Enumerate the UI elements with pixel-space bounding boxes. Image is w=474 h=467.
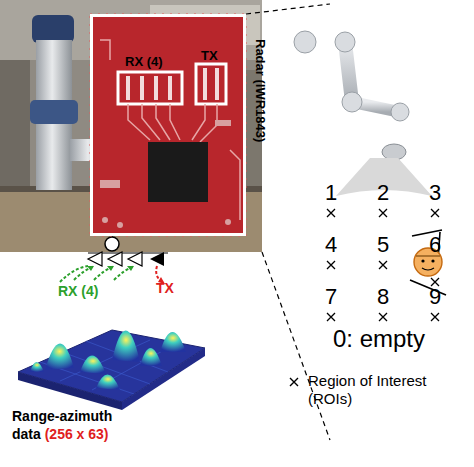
data-size: (256 x 63) <box>45 426 109 442</box>
roi-number: 8 <box>368 284 398 309</box>
antenna-label: RX (4) <box>58 283 98 299</box>
roi-number: 9 <box>420 284 450 309</box>
roi-number: 7 <box>316 284 346 309</box>
legend-symbol <box>287 375 301 389</box>
roi-number: 1 <box>316 180 346 205</box>
roi-number: 5 <box>368 232 398 257</box>
antenna-label: TX <box>201 49 218 64</box>
roi-number: 2 <box>368 180 398 205</box>
data-caption-block: Range-azimuth data (256 x 63) <box>12 408 134 443</box>
empty-class: 0: empty <box>333 325 425 353</box>
roi-number: 4 <box>316 232 346 257</box>
roi-markers <box>327 209 439 321</box>
component-name: Radar (IWR1843) <box>252 39 267 142</box>
antenna-label: RX (4) <box>125 55 163 70</box>
roi-number: 6 <box>420 232 450 257</box>
lab-photo <box>0 0 262 252</box>
antenna-label: TX <box>156 280 174 296</box>
legend-text: Region of Interest (ROIs) <box>308 372 443 408</box>
radar-board: RX (4)TXRadar (IWR1843) <box>90 14 246 236</box>
roi-number: 3 <box>420 180 450 205</box>
